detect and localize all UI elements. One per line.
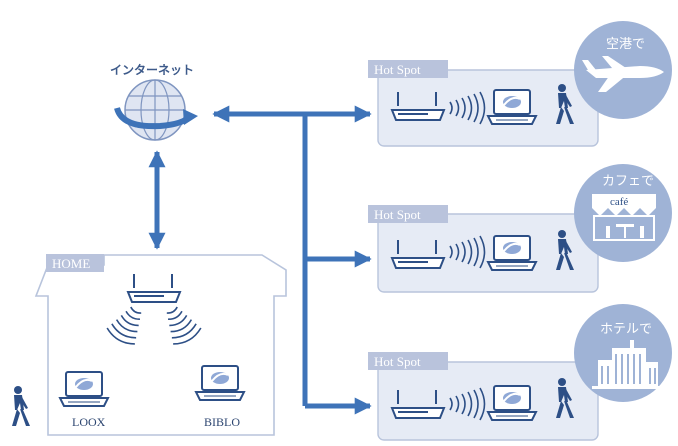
airport-label: 空港で (606, 37, 645, 52)
biblo-label: BIBLO (204, 415, 240, 429)
airplane-icon (582, 56, 664, 92)
cafe-circle (574, 164, 672, 262)
internet-label: インターネット (110, 63, 194, 77)
hotspot-hotel: Hot Spot ホテルで (368, 304, 672, 441)
globe-icon (114, 79, 198, 141)
hotspot-cafe: Hot Spot カフェで café (368, 164, 672, 293)
hotspot-tag (368, 60, 448, 78)
hotspot-airport: Hot Spot 空港で (368, 21, 672, 147)
hotspot-tag (368, 352, 448, 370)
walking-person-icon (12, 386, 30, 426)
laptop-loox (59, 371, 109, 407)
internet-globe: インターネット (110, 63, 198, 141)
hotspot-label: Hot Spot (374, 62, 421, 77)
hotspot-label: Hot Spot (374, 207, 421, 222)
hotspot-tag (368, 205, 448, 223)
cafe-label: カフェで (602, 174, 654, 189)
connection-lines (148, 105, 372, 415)
hotspot-label: Hot Spot (374, 354, 421, 369)
home-tag (46, 254, 104, 272)
home-label: HOME (52, 256, 90, 271)
hotel-label: ホテルで (600, 322, 652, 337)
cafe-sign: café (610, 196, 628, 208)
laptop-biblo (195, 365, 245, 401)
loox-label: LOOX (72, 415, 106, 429)
cafe-icon: café (592, 194, 656, 241)
home-house: HOME LOOX BIBLO (34, 254, 287, 436)
hotel-icon (592, 340, 662, 389)
